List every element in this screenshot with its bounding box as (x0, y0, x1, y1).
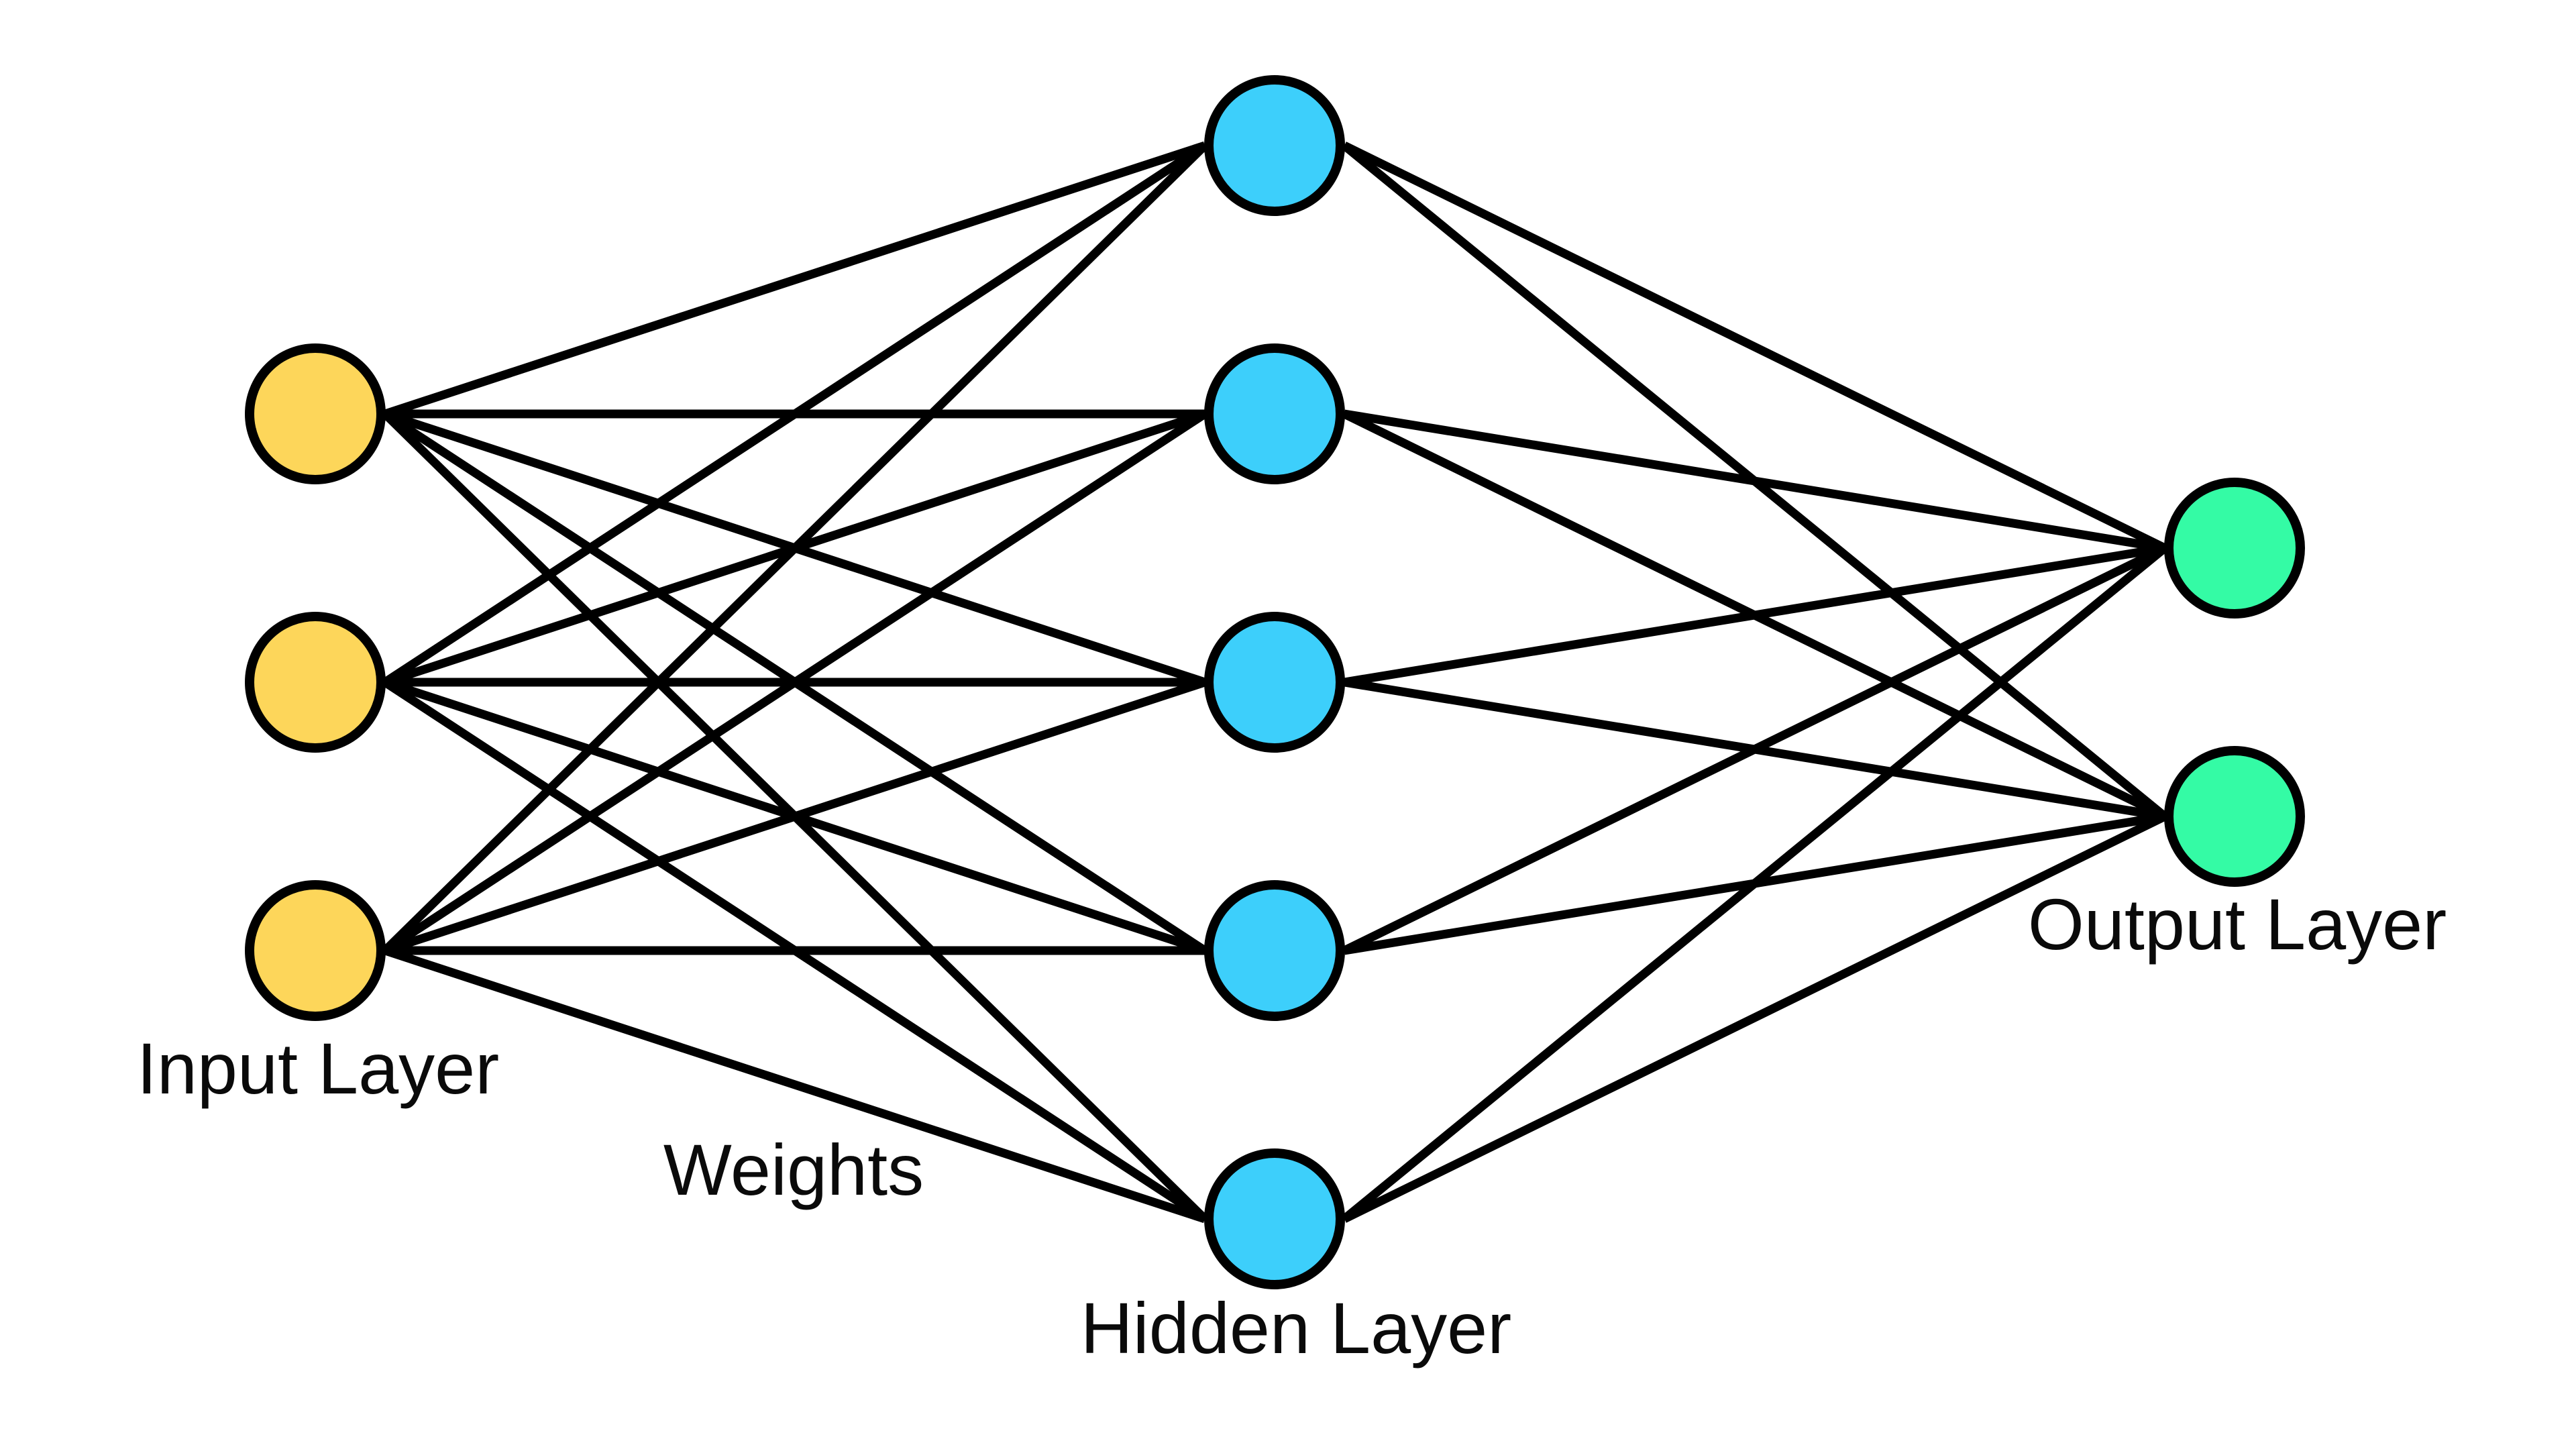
hidden-layer-label: Hidden Layer (1081, 1287, 1511, 1368)
edge-input2-hidden1 (382, 142, 1208, 686)
output-layer-label: Output Layer (2028, 883, 2447, 965)
edge-input3-hidden2 (382, 410, 1208, 955)
edge-hidden1-output1 (1342, 142, 2167, 552)
edge-input3-hidden1 (382, 142, 1208, 954)
edge-hidden2-output1 (1343, 409, 2166, 553)
edge-hidden5-output2 (1342, 812, 2167, 1223)
hidden-node-1 (1204, 75, 1345, 216)
hidden-node-4 (1204, 880, 1345, 1021)
hidden-node-2 (1204, 343, 1345, 484)
hidden-node-5 (1204, 1148, 1345, 1289)
hidden-node-3 (1204, 612, 1345, 753)
edge-input3-hidden3 (383, 678, 1207, 955)
input-node-2 (245, 612, 386, 753)
edge-hidden3-output1 (1343, 543, 2166, 687)
edge-input1-hidden1 (383, 141, 1207, 419)
edge-hidden4-output1 (1342, 544, 2167, 955)
edges-group (382, 141, 2168, 1224)
input-node-3 (245, 880, 386, 1021)
edge-input3-hidden5 (383, 946, 1207, 1224)
weights-label: Weights (663, 1129, 924, 1210)
output-node-1 (2164, 478, 2305, 619)
nodes-group (245, 75, 2305, 1289)
output-node-2 (2164, 746, 2305, 887)
edge-hidden5-output1 (1341, 544, 2168, 1223)
input-layer-label: Input Layer (137, 1028, 499, 1109)
input-node-1 (245, 343, 386, 484)
